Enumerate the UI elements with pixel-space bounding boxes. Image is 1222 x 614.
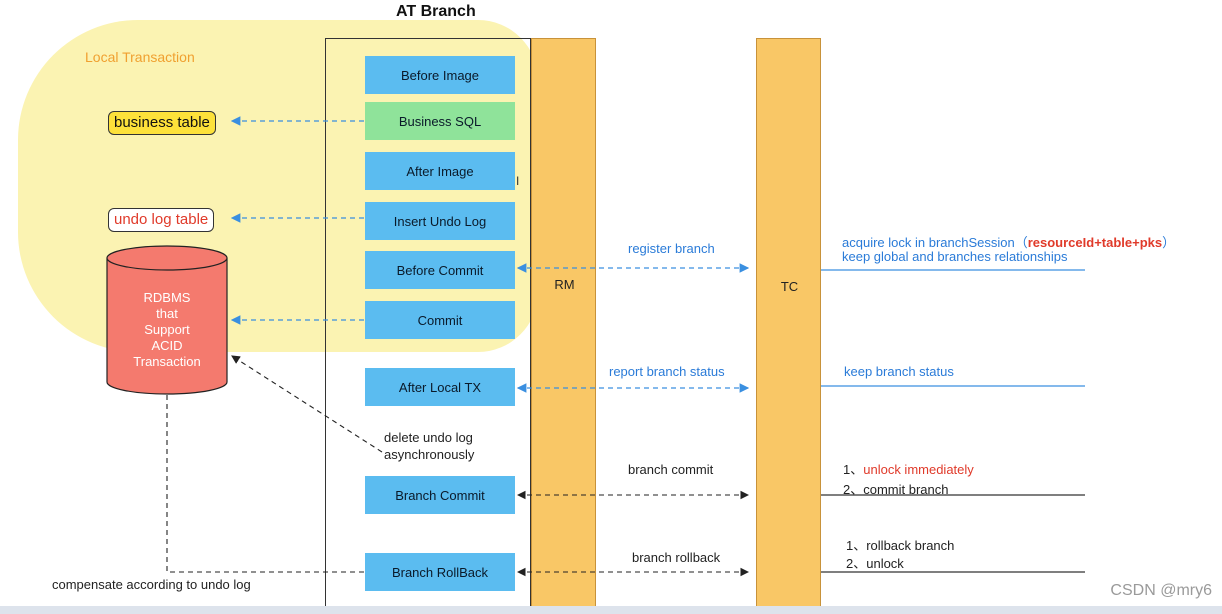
- bottom-strip: [0, 606, 1222, 614]
- step-branch-commit: Branch Commit: [365, 476, 515, 514]
- step-after-image: After Image: [365, 152, 515, 190]
- step-business-sql: Business SQL: [365, 102, 515, 140]
- undo-log-table: undo log table: [108, 208, 215, 232]
- acquire-lock-key: resourceId+table+pks: [1027, 235, 1163, 250]
- acquire-lock-text: acquire lock in branchSession（: [842, 235, 1028, 250]
- keep-relations-note: keep global and branches relationships: [842, 249, 1068, 264]
- acquire-lock-close: ）: [1162, 235, 1176, 250]
- delete-undo-line: delete undo log: [384, 430, 473, 445]
- business-table: business table: [108, 111, 216, 135]
- rdbms-cylinder: [106, 245, 228, 395]
- tc-column: TC: [756, 38, 821, 614]
- text-cursor-icon: I: [516, 174, 520, 188]
- rollback-note-2: 2、unlock: [846, 556, 904, 571]
- local-transaction-label: Local Transaction: [85, 49, 195, 65]
- arrow-delete-undo: [231, 355, 383, 453]
- step-insert-undo-log: Insert Undo Log: [365, 202, 515, 240]
- step-after-local-tx: After Local TX: [365, 368, 515, 406]
- acquire-lock-note: acquire lock in branchSession（resourceId…: [842, 232, 1175, 251]
- rdbms-line: Transaction: [133, 354, 201, 369]
- delete-undo-label: delete undo log asynchronously: [384, 429, 474, 463]
- diagram-title: AT Branch: [396, 3, 476, 20]
- rdbms-label: RDBMS that Support ACID Transaction: [107, 290, 227, 370]
- rdbms-line: RDBMS: [143, 290, 191, 305]
- rdbms-line: ACID: [151, 338, 183, 353]
- commit-note-1-text: unlock immediately: [863, 462, 974, 477]
- rdbms-line: that: [156, 306, 178, 321]
- arrow-compensate: [162, 384, 364, 573]
- keep-status-note: keep branch status: [844, 364, 954, 379]
- delete-undo-line: asynchronously: [384, 447, 475, 462]
- branch-rollback-label: branch rollback: [632, 550, 721, 565]
- rollback-note-1: 1、rollback branch: [846, 538, 955, 553]
- step-before-commit: Before Commit: [365, 251, 515, 289]
- tc-label: TC: [780, 279, 799, 294]
- step-commit: Commit: [365, 301, 515, 339]
- rdbms-line: Support: [144, 322, 190, 337]
- step-branch-rollback: Branch RollBack: [365, 553, 515, 591]
- branch-commit-label: branch commit: [628, 462, 714, 477]
- rm-label: RM: [554, 277, 575, 292]
- step-before-image: Before Image: [365, 56, 515, 94]
- watermark: CSDN @mry6: [1110, 582, 1212, 599]
- register-branch-label: register branch: [628, 241, 715, 256]
- commit-note-1: 1、unlock immediately: [843, 459, 974, 478]
- commit-note-2: 2、commit branch: [843, 482, 949, 497]
- compensate-label: compensate according to undo log: [52, 577, 251, 592]
- commit-note-1-num: 1、: [843, 462, 864, 477]
- at-branch-column: [325, 38, 531, 614]
- report-status-label: report branch status: [609, 364, 725, 379]
